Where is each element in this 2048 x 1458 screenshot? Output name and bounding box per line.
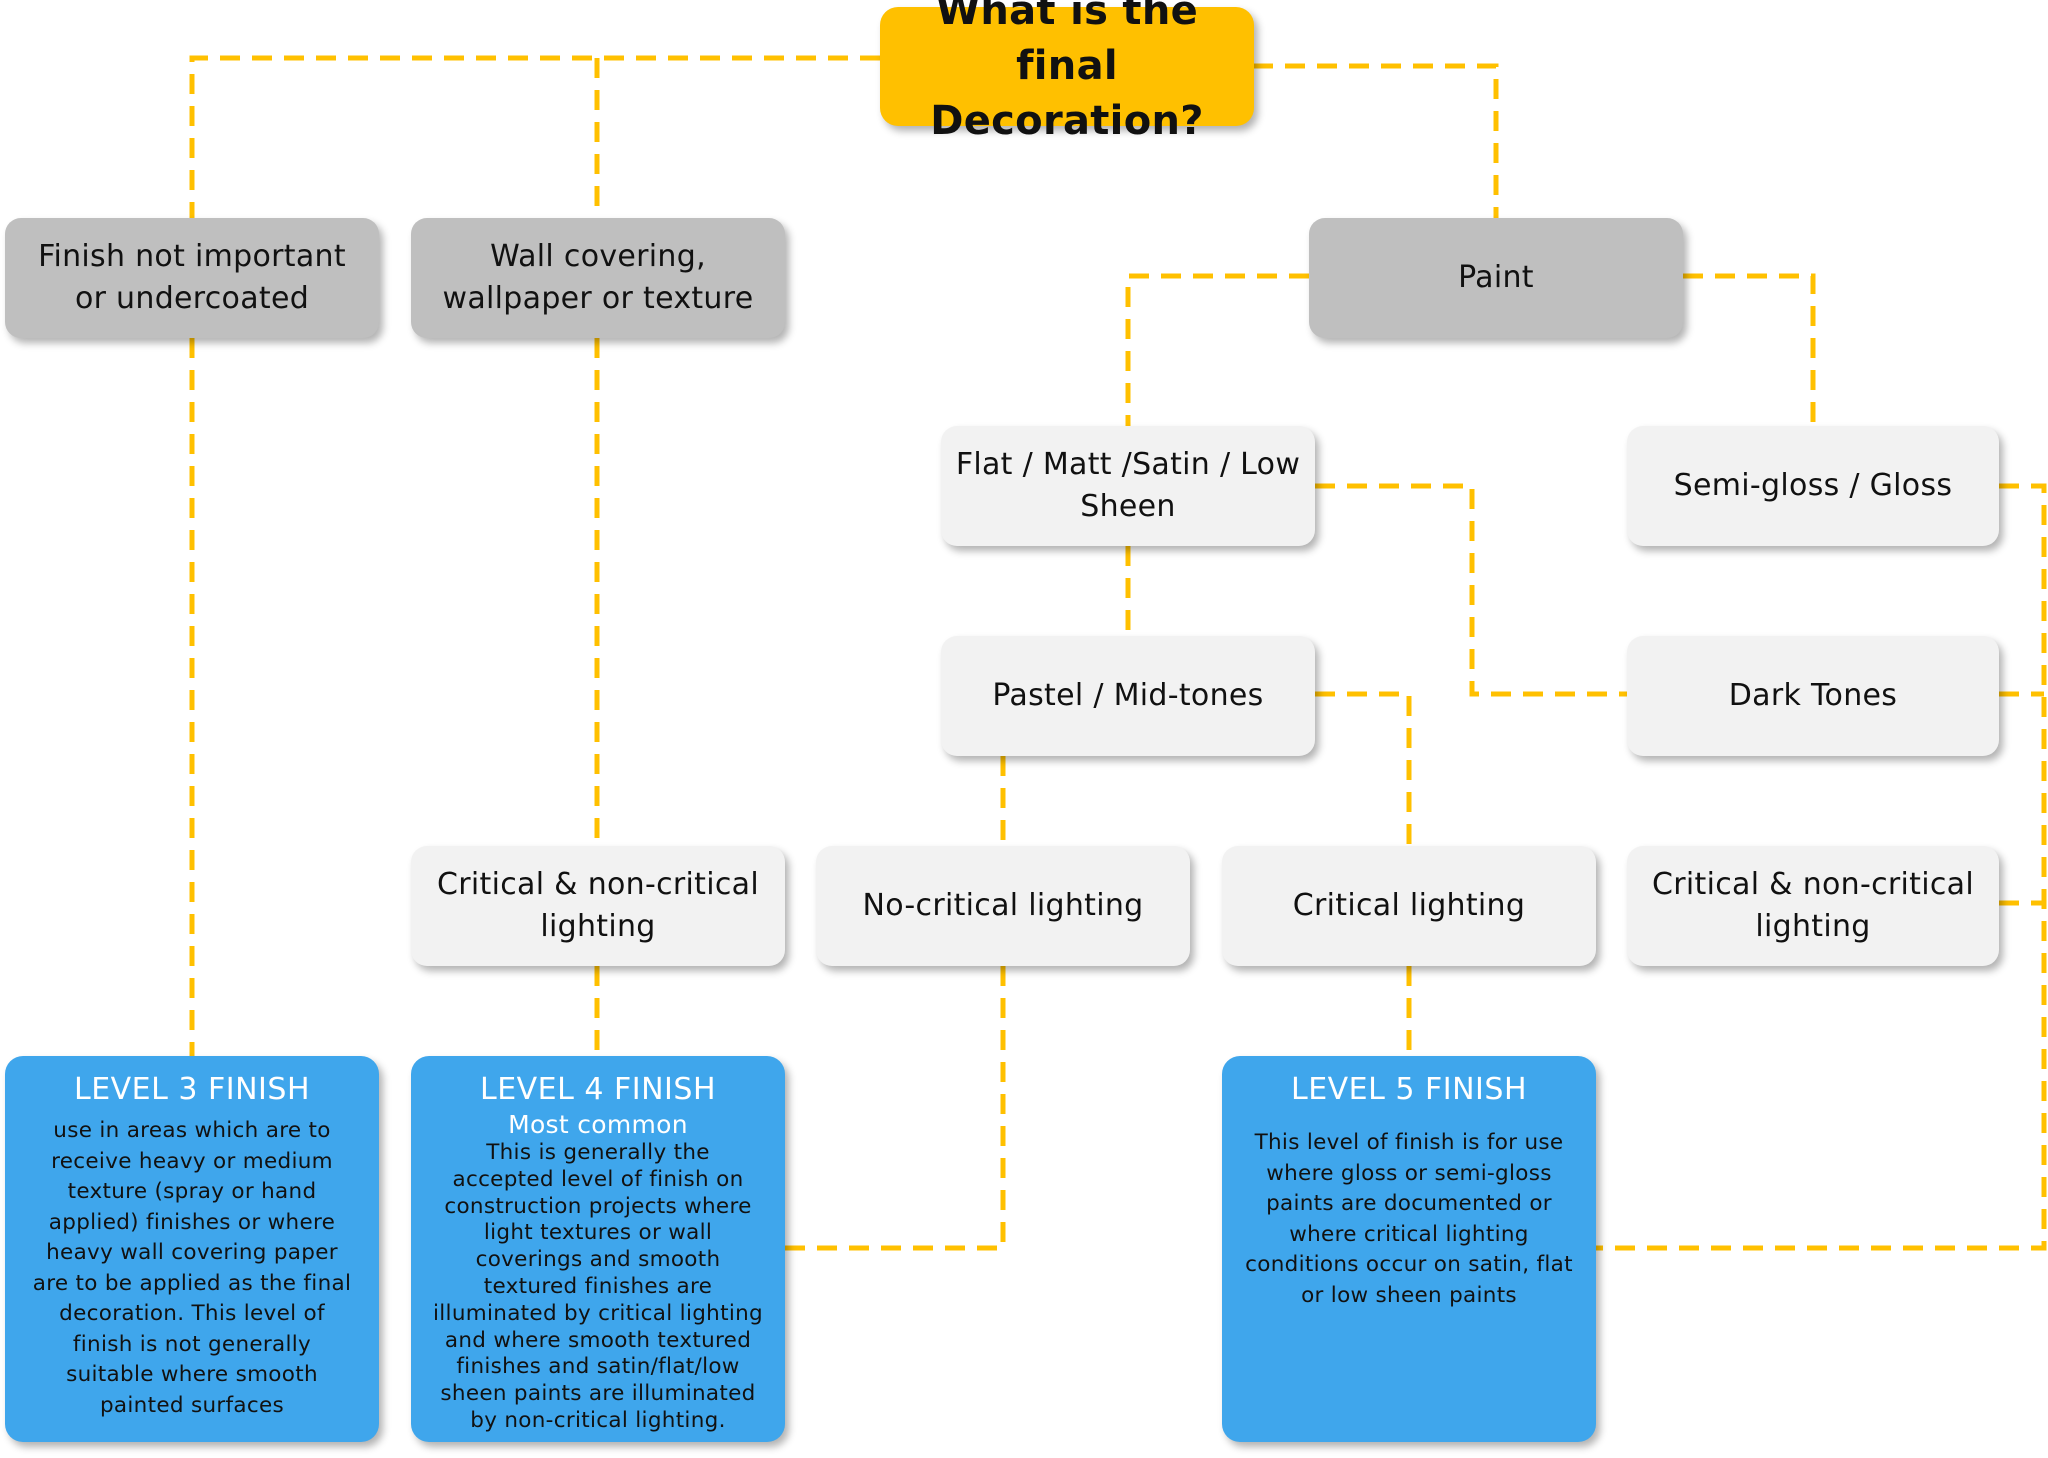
level-title: LEVEL 3 FINISH: [73, 1072, 310, 1107]
category-paint: Paint: [1309, 218, 1683, 338]
connector-right-spine-to-level5: [1594, 483, 2047, 1251]
level-5-finish: LEVEL 5 FINISH This level of finish is f…: [1222, 1056, 1596, 1442]
connector-no-critical-to-level4: [784, 966, 1006, 1251]
level-subtitle: Most common: [508, 1110, 688, 1139]
level-description: This level of finish is for use where gl…: [1245, 1130, 1573, 1308]
sheen-label: Semi-gloss / Gloss: [1673, 468, 1953, 503]
root-question: What is the final Decoration?: [880, 0, 1254, 144]
category-label: Finish not important or undercoated: [38, 239, 346, 316]
lighting-label: Critical lighting: [1292, 888, 1526, 923]
connector-root-to-paint: [1253, 63, 1499, 218]
tone-pastel: Pastel / Mid-tones: [941, 636, 1315, 756]
lighting-no-critical: No-critical lighting: [816, 846, 1190, 966]
lighting-critical: Critical lighting: [1222, 846, 1596, 966]
category-finish-not-important: Finish not important or undercoated: [5, 218, 379, 338]
root-label: What is the final Decoration?: [930, 0, 1204, 144]
category-wall-covering: Wall covering, wallpaper or texture: [411, 218, 785, 338]
category-label: Wall covering, wallpaper or texture: [442, 239, 754, 316]
lighting-label: Critical & non-critical lighting: [1652, 867, 1974, 944]
sheen-flat: Flat / Matt /Satin / Low Sheen: [941, 426, 1315, 546]
level-title: LEVEL 4 FINISH: [479, 1072, 716, 1107]
lighting-critical-noncritical-right: Critical & non-critical lighting: [1627, 846, 1999, 966]
connector-root-to-finish-not-important: [189, 55, 880, 218]
tone-label: Pastel / Mid-tones: [992, 678, 1264, 713]
level-3-finish: LEVEL 3 FINISH use in areas which are to…: [5, 1056, 379, 1442]
tone-label: Dark Tones: [1728, 678, 1898, 713]
level-description: use in areas which are to receive heavy …: [32, 1118, 352, 1418]
level-4-finish: LEVEL 4 FINISH Most common This is gener…: [411, 1056, 785, 1442]
level-title: LEVEL 5 FINISH: [1290, 1072, 1527, 1107]
connector-pastel-to-critical: [1315, 691, 1412, 846]
connector-flat-to-dark: [1315, 483, 1627, 697]
connector-paint-to-flat: [1125, 273, 1309, 426]
sheen-gloss: Semi-gloss / Gloss: [1627, 426, 1999, 546]
connector-paint-to-gloss: [1683, 273, 1816, 426]
lighting-critical-noncritical-left: Critical & non-critical lighting: [411, 846, 785, 966]
category-label: Paint: [1458, 260, 1534, 295]
lighting-label: Critical & non-critical lighting: [437, 867, 759, 944]
level-description: This is generally the accepted level of …: [433, 1140, 763, 1433]
sheen-label: Flat / Matt /Satin / Low Sheen: [955, 447, 1301, 524]
lighting-label: No-critical lighting: [862, 888, 1144, 923]
tone-dark: Dark Tones: [1627, 636, 1999, 756]
